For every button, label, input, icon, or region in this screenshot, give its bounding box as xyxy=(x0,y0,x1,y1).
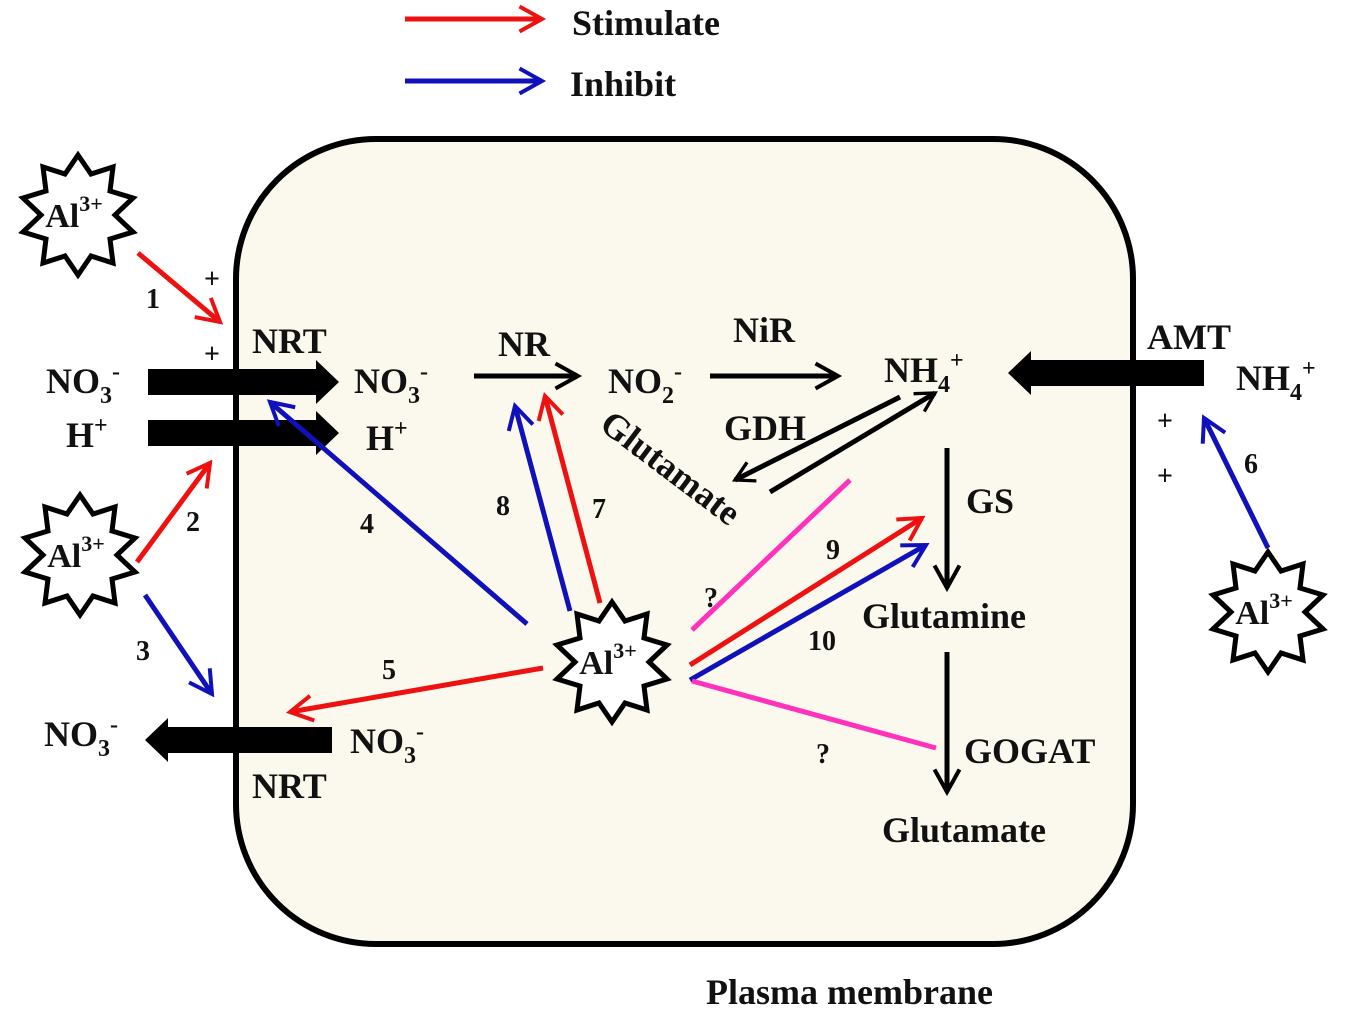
plus-sign: + xyxy=(204,264,220,295)
effect-number-3: 3 xyxy=(136,636,150,667)
al-symbol: Al xyxy=(45,198,79,235)
al-burst-top-left: Al3+ xyxy=(23,155,133,275)
inside-proton-label: H+ xyxy=(366,416,408,458)
inside-nitrate-efflux-label: NO3- xyxy=(350,719,424,769)
effect-arrows xyxy=(134,251,1271,751)
nrt-influx-label: NRT xyxy=(252,321,327,361)
effect-number-9: 9 xyxy=(826,535,840,566)
legend-stimulate-label: Stimulate xyxy=(572,3,720,43)
inside-nitrate-label: NO3- xyxy=(354,359,428,409)
effect-number-8: 8 xyxy=(496,491,510,522)
effect-8-arrow xyxy=(506,402,573,612)
gogat-enzyme-label: GOGAT xyxy=(964,731,1095,771)
effect-9-arrow xyxy=(688,515,926,668)
effect-1-arrow xyxy=(136,251,224,325)
al-burst-mid-left: Al3+ xyxy=(25,495,135,615)
amt-label: AMT xyxy=(1147,317,1231,357)
inside-ammonium-label: NH4+ xyxy=(884,348,964,398)
unknown-effect-mark: ? xyxy=(704,583,718,614)
al-charge: 3+ xyxy=(1269,588,1293,613)
nrt-efflux-label: NRT xyxy=(252,766,327,806)
al-burst-right: Al3+ xyxy=(1213,552,1323,672)
ammonium-influx-head xyxy=(1008,351,1031,395)
gs-enzyme-label: GS xyxy=(966,481,1014,521)
nir-enzyme-label: NiR xyxy=(733,310,796,350)
al-symbol: Al xyxy=(579,645,613,682)
plasma-membrane-caption: Plasma membrane xyxy=(706,972,993,1012)
outside-proton-label: H+ xyxy=(66,413,108,455)
nitrate-efflux-head xyxy=(145,718,168,762)
gdh-forward-arrow xyxy=(768,390,938,495)
svg-text:Al3+: Al3+ xyxy=(1235,588,1293,632)
outside-nitrate-in-label: NO3- xyxy=(46,359,120,409)
legend: Stimulate Inhibit xyxy=(405,3,720,104)
gdh-enzyme-label: GDH xyxy=(724,408,806,448)
inside-nitrite-label: NO2- xyxy=(608,359,682,409)
svg-text:Al3+: Al3+ xyxy=(45,191,103,235)
glutamate-end-label: Glutamate xyxy=(882,810,1046,850)
outside-nitrate-out-label: NO3- xyxy=(44,712,118,762)
effect-4-arrow xyxy=(266,399,529,626)
effect-6-arrow xyxy=(1200,414,1271,550)
gdh-reverse-arrow xyxy=(731,394,902,483)
ammonium-influx-bar xyxy=(1028,360,1204,386)
al-burst-center: Al3+ xyxy=(557,602,667,722)
unknown-effect-gogat-line xyxy=(691,678,937,751)
al-symbol: Al xyxy=(47,538,81,575)
plus-sign: + xyxy=(1157,461,1173,492)
unknown-effect-mark: ? xyxy=(816,739,830,770)
svg-text:Al3+: Al3+ xyxy=(579,638,637,682)
effect-10-arrow xyxy=(688,542,930,683)
effect-7-arrow xyxy=(536,392,603,604)
legend-inhibit-label: Inhibit xyxy=(570,64,676,104)
al-charge: 3+ xyxy=(613,638,637,663)
effect-number-7: 7 xyxy=(592,494,606,525)
effect-number-6: 6 xyxy=(1244,449,1258,480)
al-symbol: Al xyxy=(1235,595,1269,632)
plus-sign: + xyxy=(204,339,220,370)
glutamine-label: Glutamine xyxy=(862,596,1026,636)
nr-enzyme-label: NR xyxy=(498,324,551,364)
effect-3-arrow xyxy=(142,593,215,698)
nitrate-influx-bar xyxy=(148,369,320,395)
plus-sign: + xyxy=(1157,406,1173,437)
nitrate-efflux-bar xyxy=(164,727,332,753)
al-charge: 3+ xyxy=(79,191,103,216)
effect-number-10: 10 xyxy=(808,626,836,657)
svg-text:Al3+: Al3+ xyxy=(47,531,105,575)
al-charge: 3+ xyxy=(81,531,105,556)
effect-number-5: 5 xyxy=(382,655,396,686)
effect-number-2: 2 xyxy=(186,507,200,538)
effect-number-1: 1 xyxy=(146,284,160,315)
pathway-arrows xyxy=(474,361,962,797)
effect-5-arrow xyxy=(285,665,544,723)
unknown-effect-gdh-line xyxy=(690,478,852,632)
effect-number-4: 4 xyxy=(360,509,374,540)
outside-ammonium-label: NH4+ xyxy=(1236,356,1316,406)
effect-2-arrow xyxy=(134,459,213,564)
nitrate-influx-head xyxy=(316,360,339,404)
